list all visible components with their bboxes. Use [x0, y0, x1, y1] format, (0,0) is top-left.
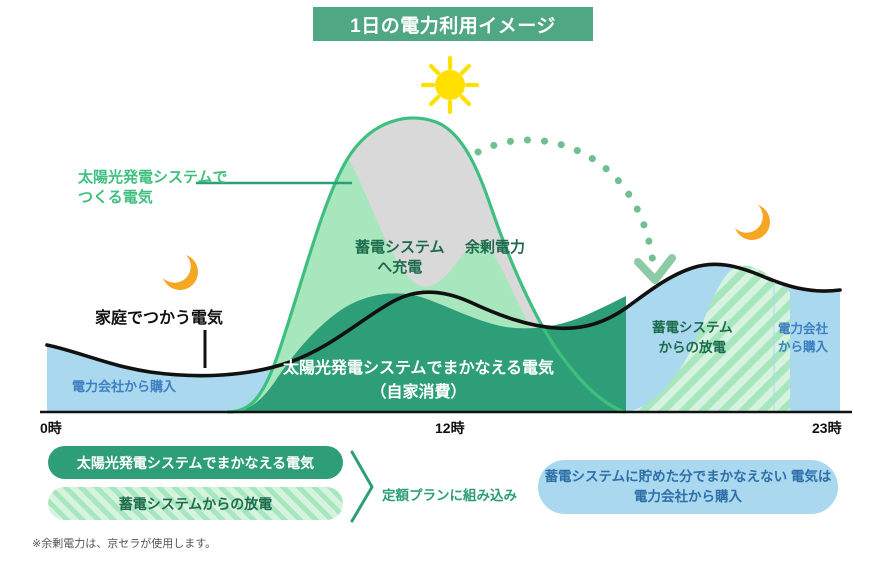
- legend-item-self-consumption: 太陽光発電システムでまかなえる電気: [48, 446, 343, 479]
- axis-tick-12: 12時: [435, 420, 465, 436]
- page-title: 1日の電力利用イメージ: [313, 7, 593, 41]
- legend-brace: [350, 450, 374, 523]
- self-consumption-label: 太陽光発電システムでまかなえる電気 （自家消費）: [283, 360, 555, 401]
- household-usage-label: 家庭でつかう電気: [95, 310, 224, 327]
- axis-tick-23: 23時: [812, 420, 842, 436]
- grid-purchase-callout-text: 蓄電システムに貯めた分でまかなえない 電気は電力会社から購入: [544, 468, 832, 504]
- plan-note: 定額プランに組み込み: [382, 488, 517, 503]
- battery-discharge-label: 蓄電システム からの放電: [652, 320, 733, 355]
- page-title-text: 1日の電力利用イメージ: [350, 15, 556, 37]
- solar-generation-label: 太陽光発電システムで つくる電気: [78, 169, 228, 207]
- legend-item-battery-discharge-label: 蓄電システムからの放電: [118, 495, 273, 512]
- dotted-arrow-head: [634, 254, 676, 284]
- grid-purchase-label-right: 電力会社 から購入: [778, 322, 829, 355]
- legend-item-battery-discharge: 蓄電システムからの放電: [48, 487, 343, 520]
- moon-icon-right: [735, 205, 770, 240]
- axis-tick-0: 0時: [40, 420, 62, 436]
- sun-icon: [420, 55, 480, 115]
- legend-item-self-consumption-label: 太陽光発電システムでまかなえる電気: [76, 454, 315, 471]
- battery-charge-label: 蓄電システム へ充電: [355, 239, 445, 277]
- footnote: ※余剰電力は、京セラが使用します。: [32, 538, 217, 550]
- grid-purchase-label-left: 電力会社から購入: [72, 379, 177, 394]
- moon-icon-left: [163, 255, 198, 290]
- surplus-power-label: 余剰電力: [465, 239, 526, 256]
- grid-purchase-callout: 蓄電システムに貯めた分でまかなえない 電気は電力会社から購入: [538, 460, 838, 514]
